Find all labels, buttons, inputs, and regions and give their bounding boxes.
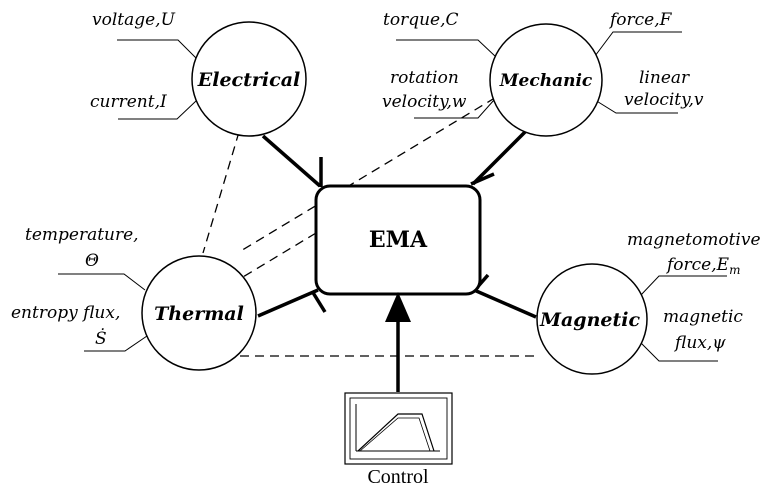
magnetomotive-label: magnetomotive	[627, 230, 761, 250]
linear-label: linear	[639, 68, 690, 88]
torque-leader	[396, 39, 497, 58]
entropy-flux-symbol: Ṡ	[95, 328, 107, 349]
rotation-label: rotation	[390, 68, 459, 88]
control-label: Control	[367, 466, 429, 488]
current-leader	[118, 100, 197, 120]
thermal-ema-link	[257, 288, 319, 318]
temperature-symbol: Θ	[85, 251, 99, 271]
magnetomotive-subscript: m	[729, 263, 740, 277]
mechanic-label: Mechanic	[499, 71, 593, 91]
thermal-label: Thermal	[154, 303, 244, 325]
electrical-domain-node[interactable]	[191, 21, 307, 137]
magnetic-flux-label-line2: flux,ψ	[673, 333, 726, 353]
force-label: force,F	[608, 10, 673, 30]
thermal-domain-node[interactable]	[141, 255, 257, 371]
temperature-label: temperature,	[25, 225, 139, 245]
mechanic-domain-node[interactable]	[489, 23, 603, 137]
voltage-label: voltage,U	[92, 10, 176, 30]
magnetic-domain-node[interactable]	[536, 263, 648, 375]
magnetomotive-force-label: force,Em	[665, 255, 740, 277]
magnetic-ema-link	[473, 288, 537, 319]
electrical-label: Electrical	[197, 69, 300, 91]
electrical-ema-link	[261, 134, 322, 188]
mechanic-ema-link	[471, 129, 528, 186]
linear-velocity-leader	[594, 99, 678, 114]
rotation-velocity-leader	[414, 99, 495, 119]
force-leader	[594, 31, 682, 57]
entropy-flux-leader	[84, 335, 148, 352]
magnetic-label: Magnetic	[539, 309, 641, 331]
thermal-causality-mark	[310, 290, 327, 313]
control-arrow-head	[385, 292, 411, 322]
electrical-thermal-dashed-link	[202, 131, 240, 254]
magnetomotive-leader	[639, 275, 727, 297]
trapezoid-profile-icon	[357, 413, 435, 452]
entropy-flux-label: entropy flux,	[11, 303, 120, 323]
magnetic-flux-leader	[639, 341, 718, 362]
trapezoid-profile-inner	[359, 417, 431, 452]
mechanic-ema-dashed-link	[238, 89, 509, 253]
linear-velocity-label: velocity,v	[624, 90, 704, 110]
magnetomotive-force-text: force,E	[665, 255, 730, 275]
mechanic-causality-mark	[470, 172, 495, 186]
control-plot-frame	[349, 397, 448, 460]
ema-label: EMA	[369, 227, 428, 253]
rotation-velocity-label: velocity,w	[382, 92, 467, 112]
voltage-leader	[117, 39, 199, 61]
temperature-leader	[58, 273, 146, 291]
current-label: current,I	[90, 92, 167, 112]
magnetic-flux-label-line1: magnetic	[663, 307, 743, 327]
ema-thermal-dashed-link	[237, 232, 317, 281]
torque-label: torque,C	[383, 10, 459, 30]
